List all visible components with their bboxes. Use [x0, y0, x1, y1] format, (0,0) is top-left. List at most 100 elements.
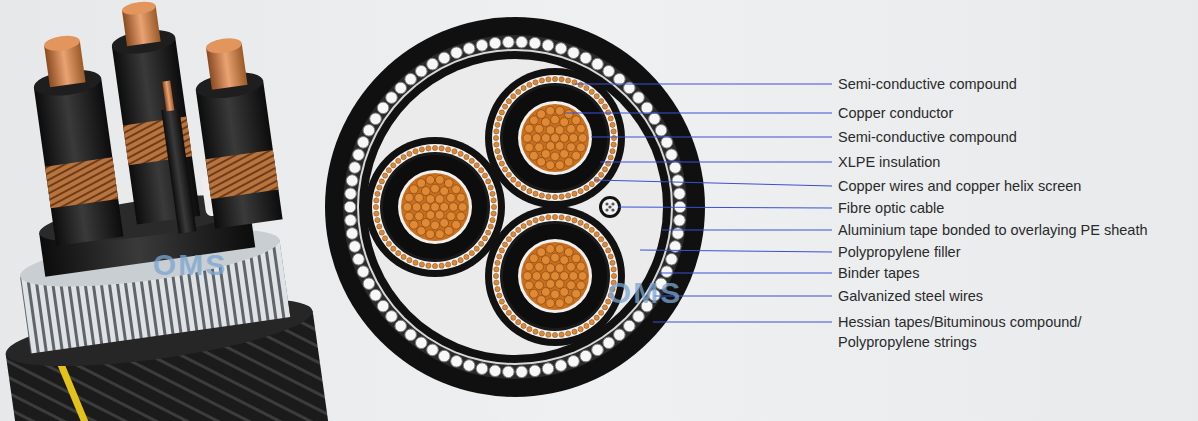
screen-wire — [499, 299, 504, 304]
screen-wire — [499, 248, 504, 253]
conductor-strand — [417, 179, 426, 188]
screen-wire — [584, 223, 589, 228]
screen-wire — [521, 185, 526, 190]
steel-wire — [363, 278, 375, 290]
conductor-strand — [551, 152, 560, 161]
semi-conductive-outer — [500, 221, 610, 331]
conductor-strand — [529, 289, 538, 298]
steel-wire — [568, 47, 580, 59]
conductor-strand — [564, 110, 573, 119]
steel-wire — [542, 40, 554, 52]
part-label: Copper conductor — [838, 103, 953, 123]
screen-wire — [578, 220, 583, 225]
screen-wire — [606, 248, 611, 253]
steel-wire — [516, 36, 528, 48]
conductor-strand — [560, 150, 569, 159]
screen-wire — [599, 172, 604, 177]
conductor-strand — [426, 230, 435, 239]
screen-wire — [494, 129, 499, 134]
screen-wire — [490, 191, 495, 196]
conductor-strand — [572, 289, 581, 298]
screen-wire — [391, 163, 396, 168]
conductor-strand — [458, 203, 467, 212]
screen-wire — [377, 224, 382, 229]
conductor-strand — [578, 272, 587, 281]
steel-wire — [580, 52, 592, 64]
conductor-strand — [555, 106, 564, 115]
conductor-strand — [447, 212, 456, 221]
conductor-strand — [546, 161, 555, 170]
steel-wire — [666, 253, 678, 265]
conductor-end — [121, 0, 156, 16]
steel-wire — [349, 162, 361, 174]
steel-wire — [649, 113, 661, 125]
conductor-strand — [535, 124, 544, 133]
steel-wire — [370, 289, 382, 301]
conductor-strand — [555, 264, 564, 273]
conductor-strand — [409, 185, 418, 194]
screen-wire — [375, 218, 380, 223]
screen-wire — [469, 158, 474, 163]
steel-wire — [427, 344, 439, 356]
screen-wire — [413, 149, 418, 154]
screen-wire — [533, 191, 538, 196]
conductor-strand — [541, 272, 550, 281]
conductor-strand — [457, 193, 466, 202]
screen-wire — [584, 323, 589, 328]
screen-wire — [559, 215, 564, 220]
conductor-strand — [569, 272, 578, 281]
screen-wire — [407, 258, 412, 263]
screen-wire — [469, 251, 474, 256]
part-label: Aluminium tape bonded to overlaying PE s… — [838, 220, 1148, 240]
conductor-strand — [523, 272, 532, 281]
screen-wire — [552, 332, 557, 337]
steel-wire — [353, 149, 365, 161]
screen-wire — [374, 198, 379, 203]
part-label: Galvanized steel wires — [838, 286, 983, 306]
screen-wire — [494, 280, 499, 285]
conductor-strand — [523, 134, 532, 143]
steel-wire — [438, 350, 450, 362]
steel-wire — [346, 228, 358, 240]
steel-wire — [661, 137, 673, 149]
core-section — [365, 137, 505, 277]
steel-wire — [529, 37, 541, 49]
core-section — [485, 68, 625, 208]
conductor-strand — [421, 203, 430, 212]
screen-wire — [502, 305, 507, 310]
conductor-strand — [415, 212, 424, 221]
screen-wire — [426, 263, 431, 268]
conductor-strand — [560, 272, 569, 281]
screen-wire — [452, 149, 457, 154]
steel-wire — [592, 344, 604, 356]
conductor-strand — [551, 134, 560, 143]
conductor-strand — [409, 220, 418, 229]
steel-wire — [503, 36, 515, 48]
conductor-strand — [555, 142, 564, 151]
screen-wire — [495, 287, 500, 292]
screen-wire — [594, 232, 599, 237]
screen-wire — [506, 172, 511, 177]
steel-wire — [476, 363, 488, 375]
conductor-strand — [412, 203, 421, 212]
core — [196, 81, 283, 229]
semi-conductive-inner — [398, 170, 472, 244]
conductor-strand — [431, 184, 440, 193]
conductor-strand — [417, 227, 426, 236]
conductor-strand — [525, 281, 534, 290]
conductor-strand — [555, 280, 564, 289]
screen-wire — [439, 263, 444, 268]
screen-wire — [610, 149, 615, 154]
screen-wire — [606, 110, 611, 115]
screen-wire — [491, 211, 496, 216]
conductor-strand — [546, 126, 555, 135]
conductor-strand — [426, 195, 435, 204]
steel-wire — [674, 214, 686, 226]
steel-wire — [633, 311, 645, 323]
steel-wire — [353, 253, 365, 265]
screen-wire — [602, 104, 607, 109]
steel-wire — [603, 337, 615, 349]
steel-wire — [346, 175, 358, 187]
screen-wire — [386, 241, 391, 246]
